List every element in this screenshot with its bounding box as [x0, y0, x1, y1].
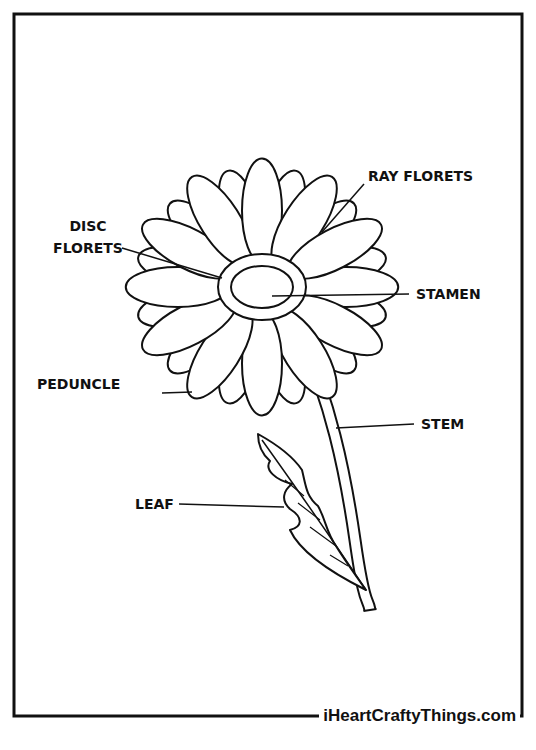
stem-end	[364, 609, 377, 611]
part-label: PEDUNCLE	[37, 373, 120, 395]
leader-line	[122, 248, 222, 278]
ray-florets	[126, 159, 398, 416]
leader-line	[272, 294, 409, 296]
part-label: STAMEN	[416, 283, 481, 305]
leader-lines	[122, 184, 414, 507]
watermark: iHeartCraftyThings.com	[319, 706, 520, 726]
leaf-outline	[258, 434, 366, 590]
disc-florets	[218, 254, 306, 320]
part-label: LEAF	[135, 493, 174, 515]
leaf-veins	[285, 480, 348, 566]
stamen	[231, 266, 293, 308]
leader-line	[336, 424, 414, 428]
page-border	[14, 14, 522, 716]
part-label: STEM	[421, 413, 464, 435]
leaf-midrib	[262, 440, 366, 590]
leader-line	[162, 392, 192, 393]
leader-line	[322, 184, 364, 232]
leader-line	[179, 504, 284, 507]
leaf	[258, 434, 366, 590]
part-label: RAY FLORETS	[368, 165, 473, 187]
flower-disc	[218, 254, 306, 320]
part-label: DISC FLORETS	[53, 215, 123, 260]
